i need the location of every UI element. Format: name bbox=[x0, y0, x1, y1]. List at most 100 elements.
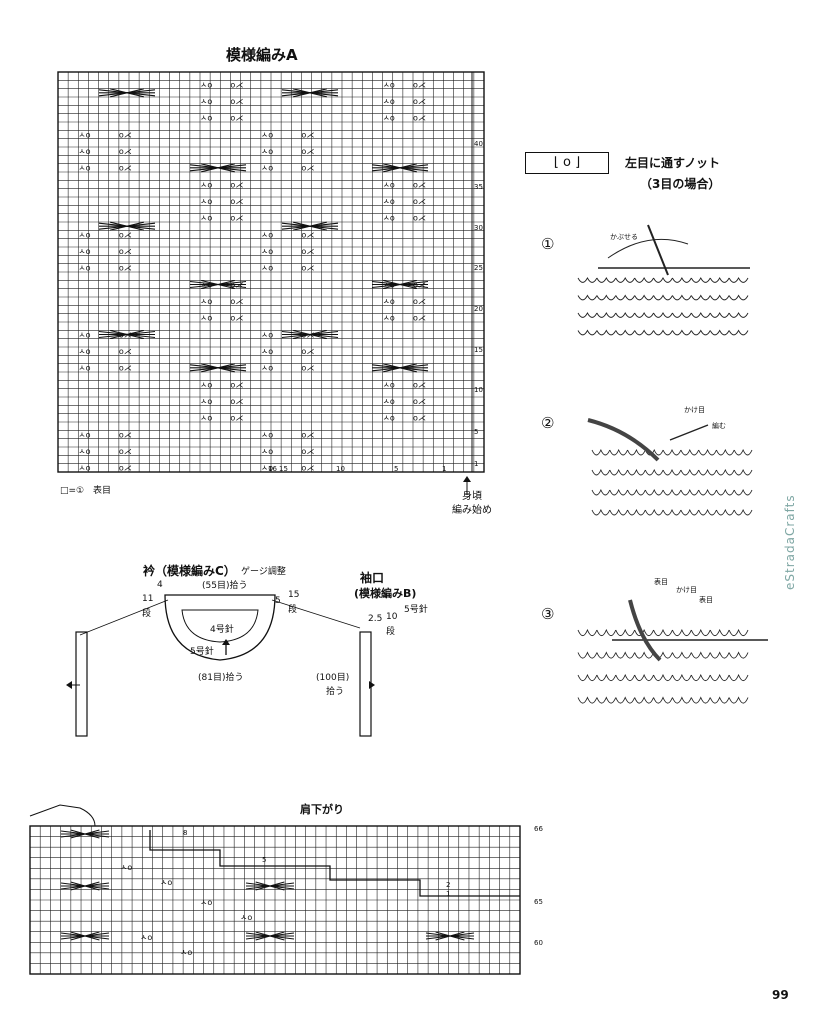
chart-a-symbol: ㅅo bbox=[78, 364, 90, 373]
chart-a-symbol: ㅅo bbox=[200, 114, 212, 123]
collar-arrow-head bbox=[222, 639, 230, 645]
shoulder-row-60: 60 bbox=[534, 939, 543, 947]
chart-a-symbol: ㅅo bbox=[261, 147, 273, 156]
watermark-text: eStradaCrafts bbox=[783, 494, 797, 590]
chart-a-symbol: o⋌ bbox=[301, 347, 314, 356]
knot-title: 左目に通すノット bbox=[625, 156, 721, 170]
chart-a-col-number: 15 bbox=[279, 465, 288, 473]
shoulder-step-line bbox=[149, 830, 520, 897]
cuff-dan: 段 bbox=[386, 627, 396, 637]
chart-a-symbol: ㅅo bbox=[383, 180, 395, 189]
label-omote-2: 表目 bbox=[699, 596, 713, 604]
chart-a-symbol: ㅅo bbox=[261, 130, 273, 139]
chart-a-row-number: 20 bbox=[474, 305, 483, 313]
chart-a-symbol: o⋌ bbox=[119, 364, 132, 373]
step-1-marker: ① bbox=[541, 235, 555, 253]
collar-right-15: 15 bbox=[288, 590, 300, 600]
shoulder-symbol: ㅅo bbox=[140, 933, 152, 942]
page-number: 99 bbox=[772, 988, 789, 1002]
legend-key: □=① bbox=[60, 486, 85, 496]
chart-a-symbol: ㅅo bbox=[261, 330, 273, 339]
knot-step-3-yarn bbox=[628, 599, 662, 662]
collar-pick-55: (55目)拾う bbox=[202, 581, 248, 591]
chart-a-symbol: o⋌ bbox=[119, 247, 132, 256]
chart-a-symbol: o⋌ bbox=[119, 147, 132, 156]
chart-a-cable-mark bbox=[371, 163, 429, 173]
chart-a-symbol: o⋌ bbox=[119, 264, 132, 273]
shoulder-symbol: ㅅo bbox=[120, 863, 132, 872]
chart-a-symbol: ㅅo bbox=[261, 464, 273, 473]
shoulder-title: 肩下がり bbox=[300, 803, 344, 816]
shoulder-cable-4 bbox=[60, 931, 110, 941]
label-kakeme: かけ目 bbox=[684, 406, 705, 414]
chart-a-cable-mark bbox=[98, 88, 156, 98]
chart-a-symbol: ㅅo bbox=[200, 380, 212, 389]
chart-a-symbol: o⋌ bbox=[413, 180, 426, 189]
chart-a-symbol: o⋌ bbox=[230, 214, 243, 223]
chart-a-symbol: o⋌ bbox=[119, 430, 132, 439]
knot-step-2-fabric bbox=[591, 448, 753, 516]
chart-a-symbol: o⋌ bbox=[301, 464, 314, 473]
chart-a-symbol: o⋌ bbox=[230, 180, 243, 189]
chart-a-symbol: ㅅo bbox=[78, 347, 90, 356]
chart-a-cable-mark bbox=[281, 221, 339, 231]
shoulder-symbol: ㅅo bbox=[180, 948, 192, 957]
chart-a-row-number: 15 bbox=[474, 346, 483, 354]
chart-a-symbol: ㅅo bbox=[200, 197, 212, 206]
shoulder-line-left bbox=[79, 599, 169, 636]
collar-left-dan: 段 bbox=[142, 609, 152, 619]
left-sleeve-arrow-head bbox=[66, 681, 72, 689]
chart-a-symbol: o⋌ bbox=[301, 264, 314, 273]
collar-right-5: 5 bbox=[275, 596, 281, 606]
knot-symbol: ⌊ o ⌋ bbox=[525, 152, 609, 174]
chart-a-symbol: o⋌ bbox=[230, 80, 243, 89]
chart-a-cable-mark bbox=[281, 88, 339, 98]
collar-needle-5: 5号針 bbox=[190, 647, 214, 657]
shoulder-frame bbox=[29, 825, 521, 975]
chart-a-cable-mark bbox=[189, 163, 247, 173]
chart-a-symbol: ㅅo bbox=[78, 147, 90, 156]
right-sleeve-arrow-head bbox=[369, 681, 375, 689]
chart-a-col-number: 5 bbox=[394, 465, 399, 473]
chart-a-symbol: o⋌ bbox=[413, 197, 426, 206]
chart-a-symbol: ㅅo bbox=[261, 164, 273, 173]
chart-a-symbol: ㅅo bbox=[200, 414, 212, 423]
shoulder-symbol: ㅅo bbox=[200, 898, 212, 907]
chart-a-symbol: o⋌ bbox=[230, 414, 243, 423]
chart-a-symbol: ㅅo bbox=[383, 214, 395, 223]
label-kakeme-2: かけ目 bbox=[676, 586, 697, 594]
chart-a-symbol: ㅅo bbox=[200, 214, 212, 223]
collar-left-4: 4 bbox=[157, 580, 163, 590]
chart-a-symbol: o⋌ bbox=[230, 114, 243, 123]
legend-text: 表目 bbox=[93, 486, 112, 496]
chart-a-symbol: o⋌ bbox=[301, 364, 314, 373]
chart-a-symbol: ㅅo bbox=[261, 430, 273, 439]
chart-a-col-number: 10 bbox=[336, 465, 345, 473]
chart-a-symbol: ㅅo bbox=[78, 464, 90, 473]
chart-a-symbol: o⋌ bbox=[301, 147, 314, 156]
cuff-needle: 5号針 bbox=[404, 605, 428, 615]
chart-a-cable-mark bbox=[371, 363, 429, 373]
shoulder-row-65: 65 bbox=[534, 898, 543, 906]
chart-a-symbol: o⋌ bbox=[119, 347, 132, 356]
step-2-marker: ② bbox=[541, 414, 555, 432]
chart-a-symbol: o⋌ bbox=[119, 130, 132, 139]
chart-a-symbol: o⋌ bbox=[413, 214, 426, 223]
chart-a-row-number: 35 bbox=[474, 183, 483, 191]
chart-a-symbol: ㅅo bbox=[383, 114, 395, 123]
chart-a-symbol: o⋌ bbox=[301, 247, 314, 256]
knot-step-1-needle-2 bbox=[647, 224, 669, 276]
knot-step-2-yarn bbox=[587, 418, 660, 462]
chart-a-symbol: ㅅo bbox=[78, 230, 90, 239]
shoulder-cable-1 bbox=[60, 829, 110, 839]
chart-a-symbol: o⋌ bbox=[413, 380, 426, 389]
chart-a-symbol: o⋌ bbox=[119, 464, 132, 473]
chart-a-symbol: ㅅo bbox=[383, 414, 395, 423]
chart-a-cable-mark bbox=[189, 363, 247, 373]
chart-a-symbol: ㅅo bbox=[261, 264, 273, 273]
chart-a-symbol: ㅅo bbox=[261, 364, 273, 373]
chart-a-symbol: o⋌ bbox=[413, 114, 426, 123]
chart-a-symbol: ㅅo bbox=[200, 80, 212, 89]
label-omote-1: 表目 bbox=[654, 578, 668, 586]
